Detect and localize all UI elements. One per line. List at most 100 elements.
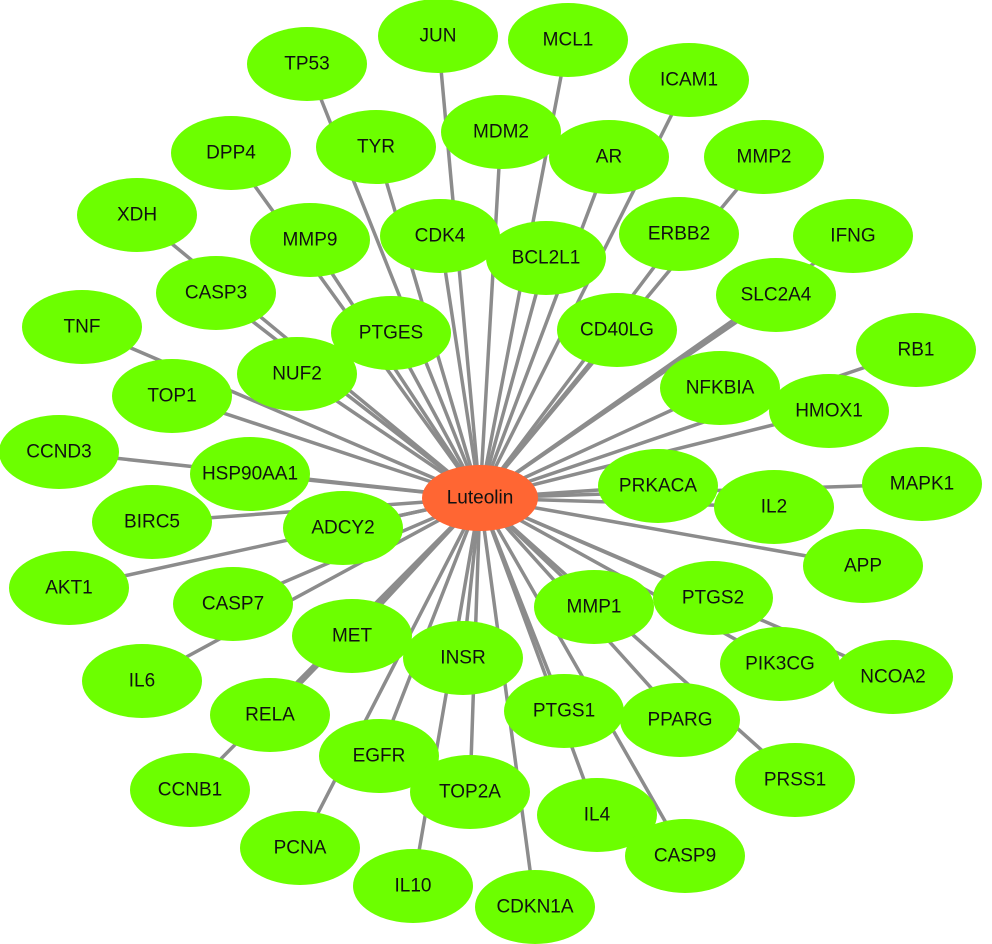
node-il10[interactable]: IL10 <box>353 849 473 923</box>
edge-luteolin-il6 <box>140 496 482 683</box>
node-ptges-label: PTGES <box>359 323 423 344</box>
node-akt1-shape <box>9 551 129 625</box>
node-casp3[interactable]: CASP3 <box>156 256 276 330</box>
node-nuf2-label: NUF2 <box>272 364 322 385</box>
node-pik3cg-label: PIK3CG <box>745 654 815 675</box>
node-il4[interactable]: IL4 <box>537 778 657 852</box>
node-xdh[interactable]: XDH <box>77 178 197 252</box>
node-adcy2-label: ADCY2 <box>311 518 374 539</box>
node-il6[interactable]: IL6 <box>82 644 202 718</box>
node-hmox1[interactable]: HMOX1 <box>769 374 889 448</box>
node-mmp9-label: MMP9 <box>283 230 338 251</box>
node-slc2a4-shape <box>716 258 836 332</box>
node-top2a-shape <box>410 755 530 829</box>
node-erbb2-shape <box>619 197 739 271</box>
node-mmp2[interactable]: MMP2 <box>704 120 824 194</box>
node-ptges[interactable]: PTGES <box>331 296 451 370</box>
edge-luteolin-il4 <box>478 496 599 817</box>
node-mcl1-shape <box>508 3 628 77</box>
node-ptgs1-shape <box>504 674 624 748</box>
node-nfkbia[interactable]: NFKBIA <box>660 351 780 425</box>
node-app[interactable]: APP <box>803 529 923 603</box>
node-nuf2[interactable]: NUF2 <box>237 337 357 411</box>
node-tnf[interactable]: TNF <box>22 290 142 364</box>
node-il4-shape <box>537 778 657 852</box>
node-adcy2-shape <box>283 491 403 565</box>
node-mmp2-shape <box>704 120 824 194</box>
node-ptgs2-label: PTGS2 <box>682 588 744 609</box>
node-bcl2l1[interactable]: BCL2L1 <box>486 221 606 295</box>
node-cdk4[interactable]: CDK4 <box>380 199 500 273</box>
center-node[interactable]: Luteolin <box>422 465 538 531</box>
node-slc2a4[interactable]: SLC2A4 <box>716 258 836 332</box>
node-cdkn1a[interactable]: CDKN1A <box>475 870 595 944</box>
node-mmp2-label: MMP2 <box>737 147 792 168</box>
node-icam1-label: ICAM1 <box>660 70 718 91</box>
node-prss1[interactable]: PRSS1 <box>735 743 855 817</box>
node-mdm2[interactable]: MDM2 <box>441 95 561 169</box>
node-ccnb1[interactable]: CCNB1 <box>130 753 250 827</box>
node-ifng[interactable]: IFNG <box>793 199 913 273</box>
node-ptgs2-shape <box>653 561 773 635</box>
node-mcl1[interactable]: MCL1 <box>508 3 628 77</box>
node-pparg[interactable]: PPARG <box>620 683 740 757</box>
node-pcna[interactable]: PCNA <box>240 811 360 885</box>
node-app-shape <box>803 529 923 603</box>
node-tp53-shape <box>247 27 367 101</box>
node-erbb2-label: ERBB2 <box>648 224 710 245</box>
node-il2[interactable]: IL2 <box>714 470 834 544</box>
node-adcy2[interactable]: ADCY2 <box>283 491 403 565</box>
node-top1-label: TOP1 <box>147 386 196 407</box>
node-top1[interactable]: TOP1 <box>112 359 232 433</box>
node-tyr[interactable]: TYR <box>316 110 436 184</box>
node-mapk1[interactable]: MAPK1 <box>862 447 982 521</box>
node-ncoa2[interactable]: NCOA2 <box>833 640 953 714</box>
node-bcl2l1-label: BCL2L1 <box>512 248 581 269</box>
node-app-label: APP <box>844 556 882 577</box>
node-casp3-label: CASP3 <box>185 283 247 304</box>
node-mmp1-label: MMP1 <box>567 597 622 618</box>
node-birc5[interactable]: BIRC5 <box>92 485 212 559</box>
node-akt1[interactable]: AKT1 <box>9 551 129 625</box>
node-hmox1-label: HMOX1 <box>795 401 863 422</box>
node-egfr-shape <box>319 719 439 793</box>
node-ptgs2[interactable]: PTGS2 <box>653 561 773 635</box>
node-mmp9-shape <box>250 203 370 277</box>
node-mmp9[interactable]: MMP9 <box>250 203 370 277</box>
node-cdkn1a-label: CDKN1A <box>496 897 573 918</box>
node-ptges-shape <box>331 296 451 370</box>
node-ptgs1[interactable]: PTGS1 <box>504 674 624 748</box>
node-erbb2[interactable]: ERBB2 <box>619 197 739 271</box>
node-tp53[interactable]: TP53 <box>247 27 367 101</box>
node-insr[interactable]: INSR <box>403 621 523 695</box>
node-hsp90aa1[interactable]: HSP90AA1 <box>190 437 310 511</box>
node-egfr[interactable]: EGFR <box>319 719 439 793</box>
node-jun[interactable]: JUN <box>378 0 498 73</box>
node-mmp1-shape <box>534 570 654 644</box>
node-casp9[interactable]: CASP9 <box>625 819 745 893</box>
node-ncoa2-label: NCOA2 <box>860 667 925 688</box>
node-rela[interactable]: RELA <box>210 678 330 752</box>
node-mmp1[interactable]: MMP1 <box>534 570 654 644</box>
node-met[interactable]: MET <box>292 599 412 673</box>
node-pik3cg[interactable]: PIK3CG <box>720 627 840 701</box>
node-rb1-shape <box>856 313 976 387</box>
node-prss1-label: PRSS1 <box>764 770 826 791</box>
node-prkaca[interactable]: PRKACA <box>598 449 718 523</box>
node-casp7-shape <box>173 567 293 641</box>
node-cd40lg[interactable]: CD40LG <box>557 293 677 367</box>
node-ar[interactable]: AR <box>549 120 669 194</box>
node-ccnb1-label: CCNB1 <box>158 780 222 801</box>
node-cdkn1a-shape <box>475 870 595 944</box>
node-icam1[interactable]: ICAM1 <box>629 43 749 117</box>
node-akt1-label: AKT1 <box>45 578 93 599</box>
node-rb1[interactable]: RB1 <box>856 313 976 387</box>
node-il6-shape <box>82 644 202 718</box>
node-top2a[interactable]: TOP2A <box>410 755 530 829</box>
node-casp7[interactable]: CASP7 <box>173 567 293 641</box>
node-il6-label: IL6 <box>129 671 155 692</box>
node-mapk1-label: MAPK1 <box>890 474 954 495</box>
node-dpp4[interactable]: DPP4 <box>171 116 291 190</box>
node-ccnd3[interactable]: CCND3 <box>0 415 119 489</box>
node-cd40lg-shape <box>557 293 677 367</box>
